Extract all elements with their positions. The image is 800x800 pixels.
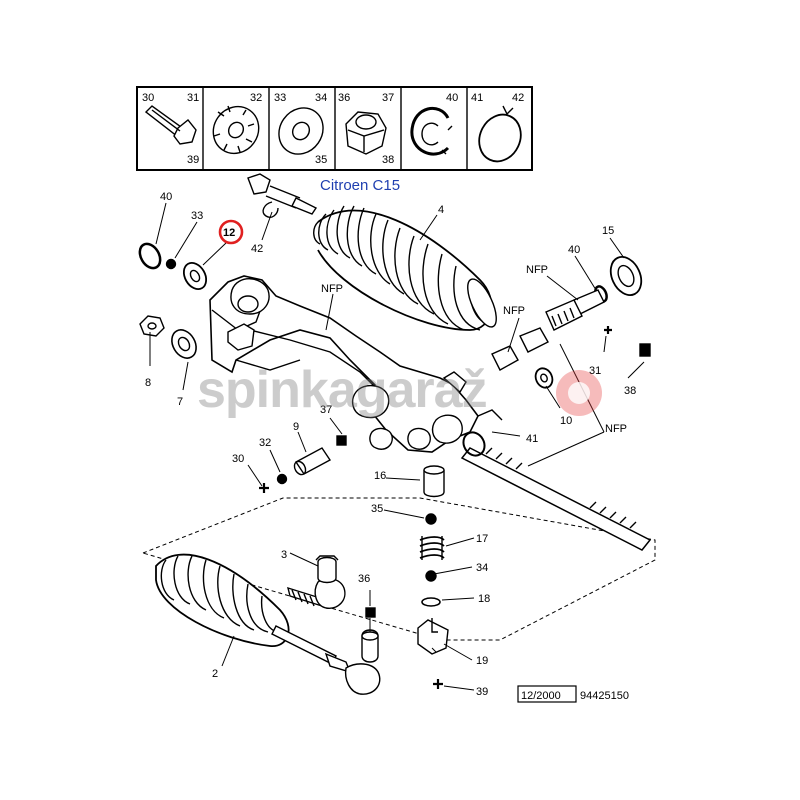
- rack-housing: [209, 275, 503, 453]
- footer-date: 12/2000: [521, 690, 561, 702]
- serrated-washer-icon: [212, 105, 260, 155]
- o-ring-18: [421, 597, 441, 607]
- legend-4-br: 38: [382, 154, 394, 166]
- rack-boot-2: [155, 553, 337, 665]
- legend-4-tr: 37: [382, 92, 394, 104]
- callout-30: 30: [232, 453, 244, 465]
- sleeve-9: [293, 447, 332, 476]
- highlight-ring: [218, 219, 244, 245]
- rack-boot-4: [313, 205, 497, 331]
- callout-34: 34: [476, 562, 488, 574]
- circlip-icon: [410, 107, 453, 156]
- yoke-16: [423, 465, 445, 498]
- snap-ring-icon: [478, 105, 522, 163]
- callout-nfp-rack: NFP: [605, 423, 627, 435]
- callout-42: 42: [251, 243, 263, 255]
- legend-6-tl: 41: [471, 92, 483, 104]
- callout-8: 8: [145, 377, 151, 389]
- callout-35: 35: [371, 503, 383, 515]
- nut-8: [139, 315, 165, 337]
- cross-markers: [259, 326, 612, 689]
- legend-5-tr: 40: [446, 92, 458, 104]
- ball-joint-end: [324, 629, 381, 695]
- callout-41: 41: [526, 433, 538, 445]
- legend-6-tr: 42: [512, 92, 524, 104]
- callout-nfp-pinion: NFP: [526, 264, 548, 276]
- callout-40-left: 40: [160, 191, 172, 203]
- callout-17: 17: [476, 533, 488, 545]
- diagram-title: Citroen C15: [320, 177, 400, 194]
- rack-bar: [460, 431, 652, 551]
- legend-3-tr: 34: [315, 92, 327, 104]
- spring-17: [419, 536, 445, 560]
- legend-1-br: 39: [187, 154, 199, 166]
- callout-9: 9: [293, 421, 299, 433]
- callout-31: 31: [589, 365, 601, 377]
- callout-18: 18: [478, 593, 490, 605]
- flat-washer-icon: [278, 107, 324, 155]
- callout-38: 38: [624, 385, 636, 397]
- callout-nfp-bush: NFP: [503, 305, 525, 317]
- outer-tie-rod: [287, 555, 346, 609]
- callout-3: 3: [281, 549, 287, 561]
- cover-plate-19: [417, 618, 449, 655]
- callout-10: 10: [560, 415, 572, 427]
- fastener-legend: [136, 86, 533, 171]
- callout-4: 4: [438, 204, 444, 216]
- fastener-markers: [276, 343, 651, 618]
- legend-3-br: 35: [315, 154, 327, 166]
- legend-2-tr: 32: [250, 92, 262, 104]
- callout-7: 7: [177, 396, 183, 408]
- footer-box: [517, 685, 577, 703]
- callout-15: 15: [602, 225, 614, 237]
- callout-16: 16: [374, 470, 386, 482]
- assembly-frame: [141, 497, 656, 641]
- callout-32: 32: [259, 437, 271, 449]
- legend-3-tl: 33: [274, 92, 286, 104]
- callout-33: 33: [191, 210, 203, 222]
- callout-nfp-boot: NFP: [321, 283, 343, 295]
- callout-39: 39: [476, 686, 488, 698]
- callout-36: 36: [358, 573, 370, 585]
- callout-2: 2: [212, 668, 218, 680]
- footer-code: 94425150: [580, 690, 629, 702]
- legend-1-tr: 31: [187, 92, 199, 104]
- bolt-icon: [144, 105, 197, 145]
- legend-1-tl: 30: [142, 92, 154, 104]
- callout-12: 12: [223, 227, 235, 239]
- callout-37: 37: [320, 404, 332, 416]
- bush-7: [171, 329, 197, 359]
- callout-19: 19: [476, 655, 488, 667]
- inner-tie-rod: [247, 173, 318, 218]
- left-seals: [138, 242, 208, 291]
- legend-4-tl: 36: [338, 92, 350, 104]
- callout-40-right: 40: [568, 244, 580, 256]
- pinion-shaft: [491, 256, 643, 389]
- nut-icon: [345, 111, 387, 155]
